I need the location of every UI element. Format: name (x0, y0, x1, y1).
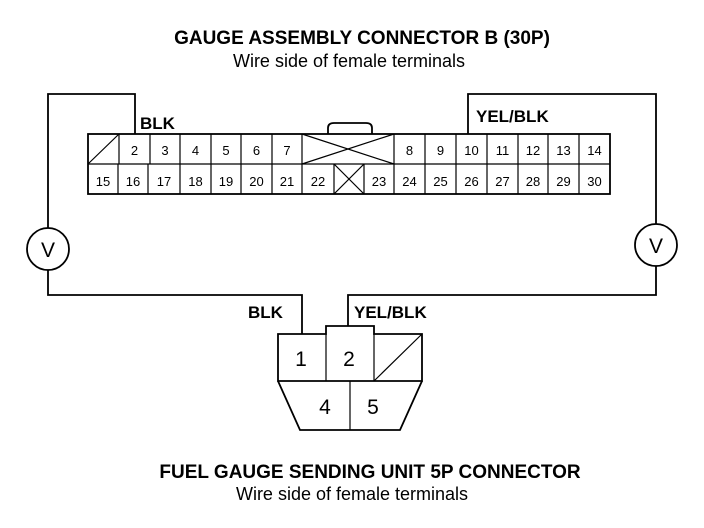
pin-label: 4 (192, 143, 199, 158)
voltmeter-symbol: V (649, 235, 663, 258)
connector-latch (327, 122, 373, 134)
pin-label: 8 (406, 143, 413, 158)
pin-label: 14 (587, 143, 601, 158)
pin-label: 17 (157, 174, 171, 189)
sending-unit-connector: 1 2 4 5 (277, 325, 423, 431)
voltmeter-circle (26, 227, 70, 271)
row2-dividers (117, 164, 580, 194)
pin-label: 22 (311, 174, 325, 189)
pin-label: 1 (295, 348, 307, 371)
pin-label: 3 (161, 143, 168, 158)
pin-label: 2 (343, 348, 355, 371)
right-wire-bottom (347, 266, 657, 326)
pin-label: 20 (249, 174, 263, 189)
pin-label: 10 (464, 143, 478, 158)
wire-label-yelblk-top: YEL/BLK (476, 107, 549, 126)
pin-label: 2 (131, 143, 138, 158)
top-connector-subtitle: Wire side of female terminals (233, 51, 465, 71)
pin-label: 5 (367, 396, 379, 419)
voltmeter-right: V (634, 223, 678, 267)
blank-cavity-slash (87, 133, 120, 165)
pin-label: 12 (526, 143, 540, 158)
bottom-connector-title: FUEL GAUGE SENDING UNIT 5P CONNECTOR (159, 462, 580, 483)
pin-label: 9 (437, 143, 444, 158)
pin-label: 26 (464, 174, 478, 189)
pin-label: 6 (253, 143, 260, 158)
voltmeter-symbol: V (41, 239, 55, 262)
pin-label: 25 (433, 174, 447, 189)
pin-label: 28 (526, 174, 540, 189)
voltmeter-left: V (26, 227, 70, 271)
pin-label: 7 (283, 143, 290, 158)
wires (47, 93, 657, 334)
left-wire-top (47, 93, 136, 228)
pin-label: 11 (496, 143, 510, 158)
pin-label: 23 (372, 174, 386, 189)
pin-label: 16 (126, 174, 140, 189)
row1-dividers (118, 134, 580, 164)
pin-label: 18 (188, 174, 202, 189)
blank-cavity-slash (373, 333, 423, 382)
row2-pin-labels: 15 16 17 18 19 20 21 22 23 24 25 26 27 28 29 30 (96, 174, 602, 189)
wire-label-blk-bottom: BLK (248, 303, 284, 322)
pin-label: 21 (280, 174, 294, 189)
pin-label: 30 (587, 174, 601, 189)
pin-label: 29 (556, 174, 570, 189)
voltmeter-circle (634, 223, 678, 267)
row1-pin-labels: 2 3 4 5 6 7 8 9 10 11 12 13 14 (131, 143, 602, 158)
left-wire-bottom (47, 270, 303, 334)
pin-label: 13 (556, 143, 570, 158)
right-wire-top (467, 93, 657, 224)
top-connector-title: GAUGE ASSEMBLY CONNECTOR B (30P) (174, 28, 550, 49)
blank-cross-line (301, 133, 395, 165)
pin-label: 4 (319, 396, 331, 419)
pin-label: 24 (402, 174, 416, 189)
pin-label: 27 (495, 174, 509, 189)
wire-label-yelblk-bottom: YEL/BLK (354, 303, 427, 322)
wire-label-blk-top: BLK (140, 114, 176, 133)
pin-label: 5 (222, 143, 229, 158)
pin-label: 19 (219, 174, 233, 189)
blank-cross-line (333, 163, 365, 195)
bottom-connector-subtitle: Wire side of female terminals (236, 484, 468, 504)
pin-label: 15 (96, 174, 110, 189)
